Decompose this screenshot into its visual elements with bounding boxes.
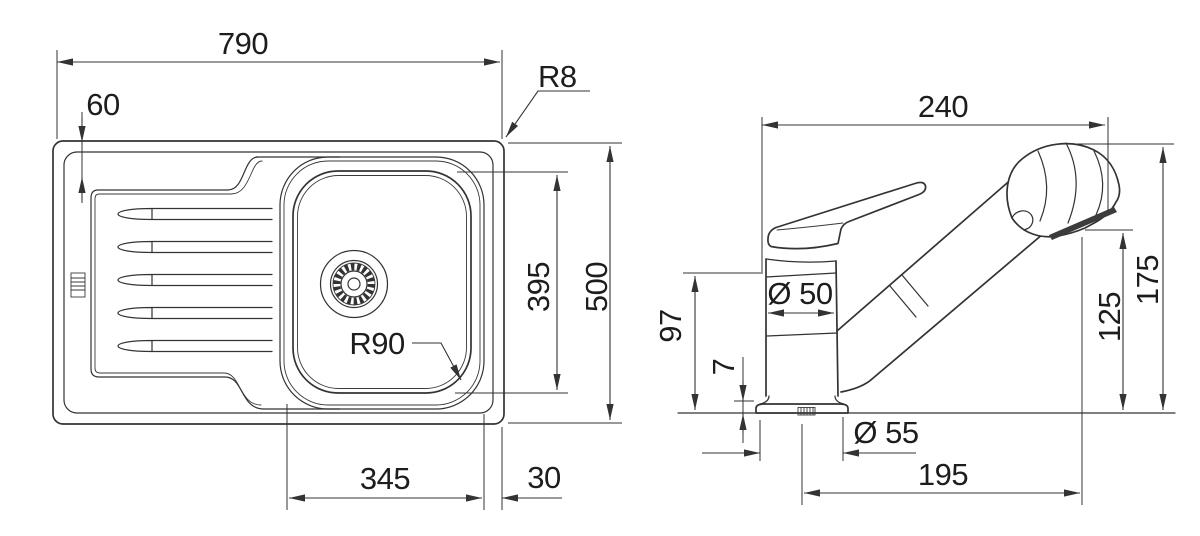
sink-inner-rim	[63, 151, 494, 414]
dim-overall-depth: 500	[508, 142, 622, 424]
drain-strainer	[319, 249, 389, 319]
body-sides	[765, 258, 839, 397]
spray-outlet-band	[1049, 207, 1117, 240]
drainboard-outline	[90, 156, 265, 410]
drainboard-outline-inner	[94, 160, 263, 406]
strainer-hub	[340, 270, 368, 298]
body-section-lines	[765, 272, 838, 337]
bowl-edge	[292, 170, 472, 394]
dim-body-diameter: Ø 50	[767, 276, 834, 317]
spray-head	[1006, 142, 1121, 240]
body-top-edge	[765, 258, 837, 263]
bowl-flange-inner	[283, 160, 481, 406]
spray-head-panels	[1037, 142, 1104, 224]
faucet-side-view: 240 97 7 Ø 50 Ø 55	[653, 89, 1176, 505]
dim-overall-width: 790	[56, 26, 503, 139]
dim-label-rim-offset: 60	[86, 87, 120, 122]
groove-1	[117, 207, 273, 221]
dim-base-plate-height: 7	[706, 357, 754, 443]
dim-outlet-height: 125	[1085, 229, 1133, 410]
dim-label-overall-depth: 500	[579, 262, 614, 312]
dim-bowl-corner-radius: R90	[349, 326, 462, 381]
base-plate	[755, 403, 849, 414]
spout-upper-edge	[836, 176, 1015, 332]
spray-head-collar	[1011, 210, 1034, 231]
bowl-flange-outer	[279, 156, 485, 410]
dim-body-height: 97	[653, 272, 763, 410]
dim-base-diameter: Ø 55	[702, 415, 919, 461]
dim-rim-offset: 60	[78, 87, 120, 203]
dim-label-body-diameter: Ø 50	[767, 276, 832, 311]
dim-label-bowl-right-offset: 30	[527, 460, 561, 495]
faucet-body	[755, 258, 849, 416]
spout-joint-lines	[889, 274, 929, 318]
strainer-outer	[329, 259, 379, 309]
dim-label-base-plate-height: 7	[706, 359, 741, 376]
groove-5	[117, 339, 273, 353]
dim-total-height: 175	[1077, 143, 1174, 410]
aerator-detail	[797, 407, 816, 416]
badge-frame	[70, 272, 86, 298]
groove-2	[117, 240, 273, 254]
dim-label-outlet-height: 125	[1092, 292, 1127, 342]
dim-label-spout-reach: 240	[918, 89, 968, 124]
strainer-hole	[347, 277, 361, 291]
base-flare	[759, 395, 845, 405]
lever-crease	[776, 222, 844, 231]
drain-grooves	[117, 207, 273, 353]
groove-4	[117, 306, 273, 320]
dim-bowl-right-offset: 30	[501, 427, 562, 510]
faucet-spout	[836, 176, 1051, 393]
dim-rim-corner-radius: R8	[505, 59, 590, 138]
dim-outlet-reach: 195	[801, 237, 1083, 505]
bowl-slope	[297, 175, 467, 389]
strainer-slots	[333, 263, 375, 305]
sink-outline	[52, 140, 505, 425]
groove-3	[117, 273, 273, 287]
sink-top-view: 790 60 R8 500 395 34	[52, 26, 622, 510]
dim-label-rim-corner-radius: R8	[538, 59, 577, 94]
dim-label-base-diameter: Ø 55	[853, 415, 918, 450]
dim-spout-reach: 240	[761, 89, 1109, 272]
drain-recess	[319, 249, 389, 319]
bowl	[279, 156, 485, 410]
dim-label-bowl-width: 345	[360, 461, 410, 496]
dim-label-outlet-reach: 195	[918, 457, 968, 492]
dim-label-total-height: 175	[1130, 255, 1165, 305]
strainer-ring	[332, 262, 376, 306]
badge-stripes	[70, 277, 86, 291]
spout-lower-edge	[840, 227, 1051, 393]
dim-label-bowl-depth: 395	[521, 262, 556, 312]
sink-outer-edge	[52, 140, 505, 425]
faucet-lever	[767, 181, 927, 250]
dim-bowl-width: 345	[286, 404, 485, 510]
lever-handle	[767, 181, 927, 250]
dim-label-bowl-corner-radius: R90	[349, 326, 405, 361]
brand-badge	[70, 272, 86, 298]
dim-bowl-depth: 395	[455, 171, 568, 394]
dim-label-body-height: 97	[653, 309, 688, 342]
dim-label-overall-width: 790	[218, 26, 268, 61]
